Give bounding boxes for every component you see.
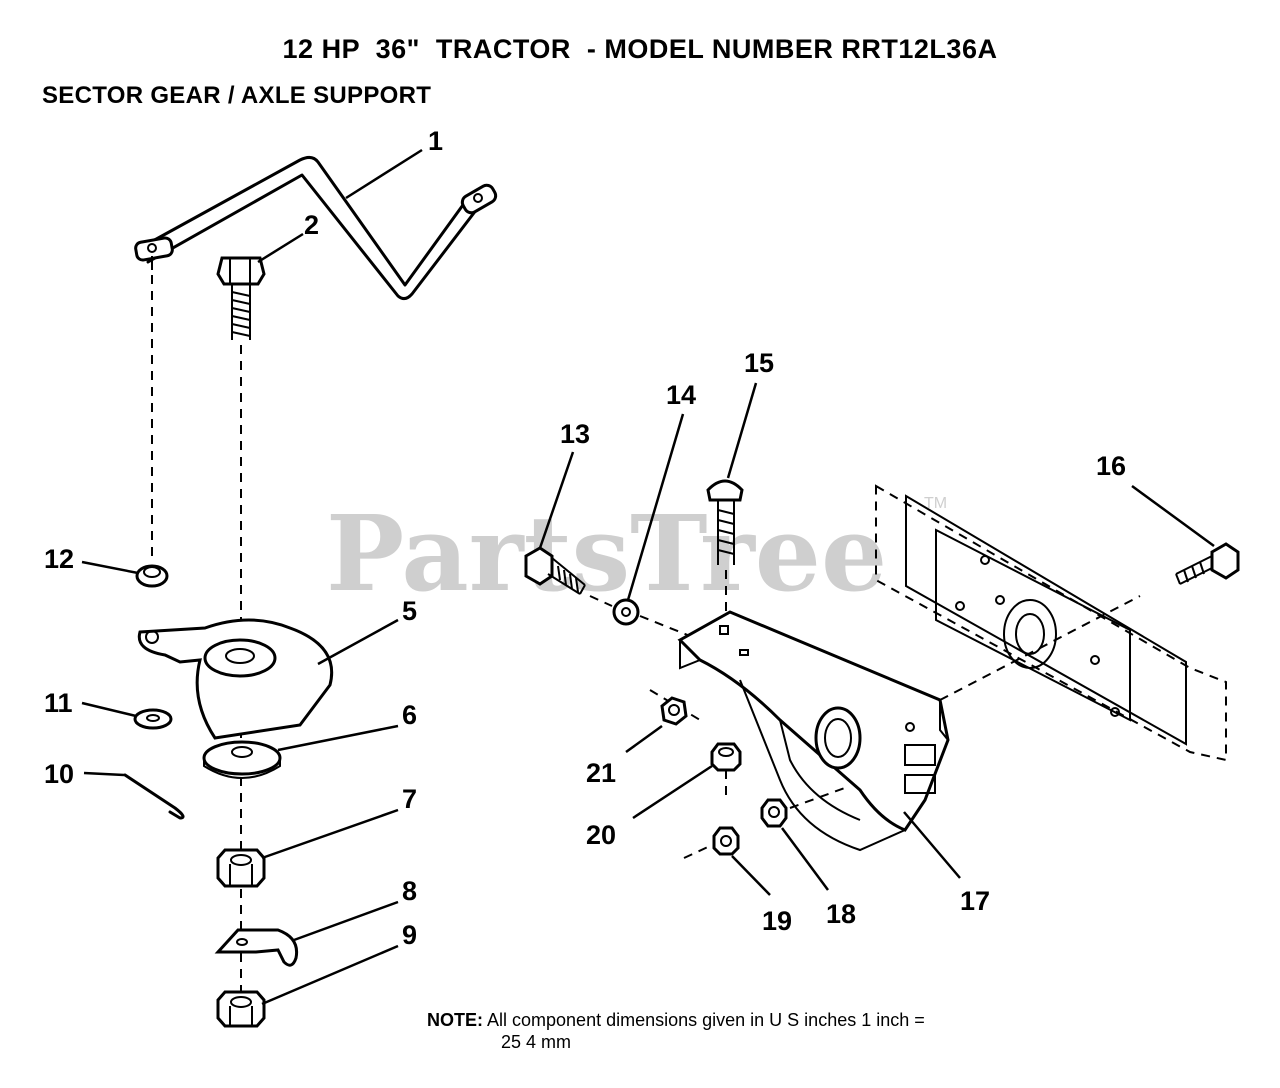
callout-16: 16 (1096, 451, 1126, 481)
callout-17: 17 (960, 886, 990, 916)
part-13-bolt (524, 546, 586, 595)
axis-line-19 (683, 845, 711, 859)
part-11-washer (133, 708, 173, 730)
callout-15: 15 (744, 348, 774, 378)
part-15-carriage-bolt (706, 479, 744, 565)
part-8-clip (214, 928, 299, 967)
callout-18: 18 (826, 899, 856, 929)
watermark-text: PartsTree (326, 492, 887, 615)
callout-11: 11 (44, 688, 73, 718)
part-19-nut (712, 826, 740, 856)
note-label: NOTE: (427, 1010, 483, 1030)
part-9-hex-nut (216, 990, 266, 1028)
callout-9: 9 (402, 920, 417, 950)
part-20-nut (710, 742, 742, 772)
part-2-bolt (216, 256, 266, 340)
note-line-1: All component dimensions given in U S in… (487, 1010, 925, 1030)
callout-1: 1 (428, 126, 443, 156)
part-17-axle-support (677, 610, 950, 852)
dimension-note: NOTE: All component dimensions given in … (427, 1009, 925, 1053)
part-6-flat-washer (202, 740, 282, 779)
frame-rail (875, 484, 1227, 762)
callout-8: 8 (402, 876, 417, 906)
callout-13: 13 (560, 419, 590, 449)
callout-21: 21 (586, 758, 616, 788)
callout-12: 12 (44, 544, 74, 574)
axis-line-21 (649, 689, 701, 721)
axis-line-13 (589, 595, 613, 607)
callout-10: 10 (44, 759, 74, 789)
part-18-nut (760, 798, 788, 828)
part-1-drag-link (134, 155, 498, 301)
part-10-cotter-pin (123, 773, 185, 820)
diagram-subtitle: SECTOR GEAR / AXLE SUPPORT (42, 82, 432, 109)
note-line-2: 25 4 mm (501, 1032, 572, 1052)
leader-lines (81, 148, 1215, 1006)
diagram-title: 12 HP 36" TRACTOR - MODEL NUMBER RRT12L3… (282, 34, 998, 64)
callout-6: 6 (402, 700, 417, 730)
part-21-nut (660, 696, 688, 726)
watermark-trademark: TM (924, 495, 947, 512)
axis-line-18 (789, 785, 851, 809)
part-16-bolt (1175, 542, 1240, 585)
callout-20: 20 (586, 820, 616, 850)
callout-19: 19 (762, 906, 792, 936)
part-7-hex-nut (216, 848, 266, 888)
callout-2: 2 (304, 210, 319, 240)
part-12-nut (135, 564, 169, 588)
callout-5: 5 (402, 596, 417, 626)
callout-7: 7 (402, 784, 417, 814)
part-5-sector-gear (137, 618, 334, 740)
callout-14: 14 (666, 380, 696, 410)
part-14-washer (612, 598, 640, 626)
